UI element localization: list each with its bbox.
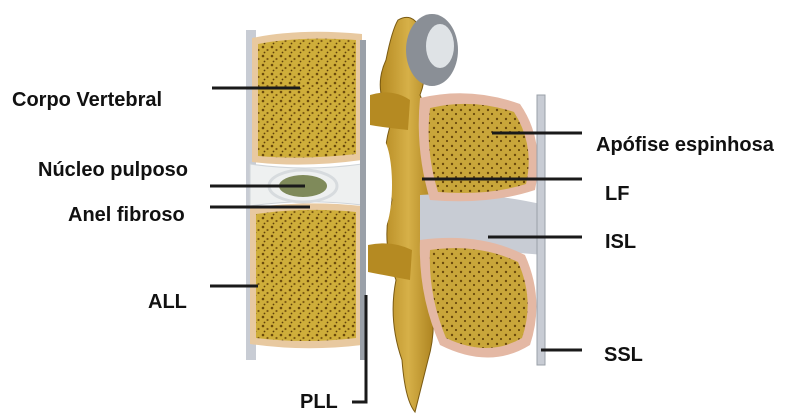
- lower-spinous-process: [420, 238, 537, 358]
- label-nucleo-pulposo: Núcleo pulposo: [38, 160, 188, 180]
- upper-vertebral-body: [252, 32, 362, 165]
- label-ssl: SSL: [604, 345, 643, 365]
- label-apofise-espinhosa: Apófise espinhosa: [596, 135, 774, 155]
- supraspinous-ligament: [537, 95, 545, 365]
- label-lf: LF: [605, 184, 629, 204]
- lower-vertebral-body: [250, 203, 362, 348]
- label-isl: ISL: [605, 232, 636, 252]
- label-pll: PLL: [300, 392, 338, 412]
- label-all: ALL: [148, 292, 187, 312]
- label-anel-fibroso: Anel fibroso: [68, 205, 185, 225]
- label-corpo-vertebral: Corpo Vertebral: [12, 90, 162, 110]
- intervertebral-foramen: [368, 137, 392, 233]
- upper-spinous-process: [419, 93, 538, 201]
